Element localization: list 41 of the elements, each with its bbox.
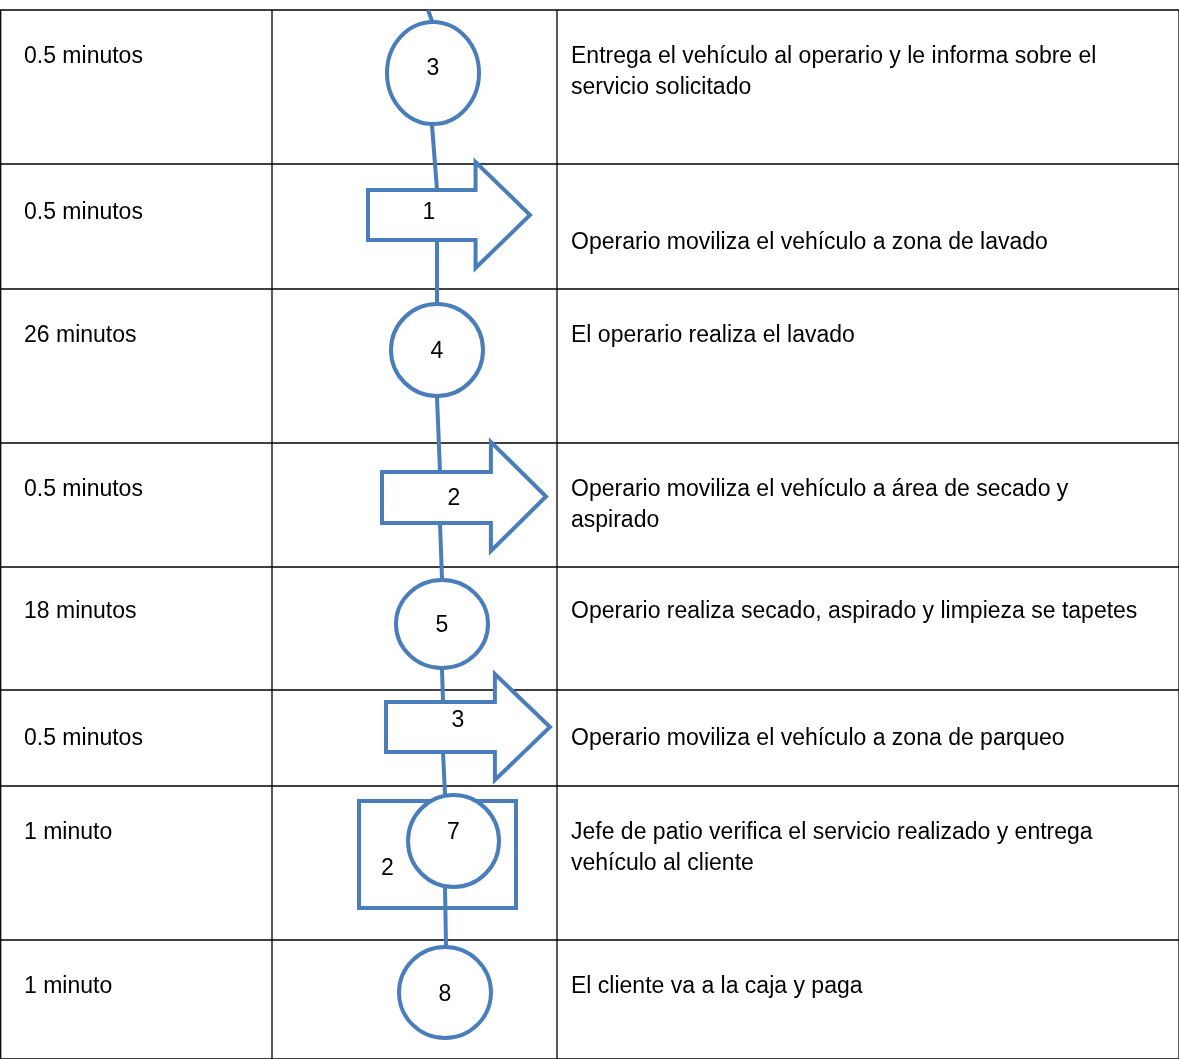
operation-circle xyxy=(389,302,485,398)
step-description: Operario moviliza el vehículo a zona de lavado xyxy=(571,227,1049,256)
symbol-number: 2 xyxy=(446,483,462,510)
transport-symbol xyxy=(380,440,548,553)
duration-text: 1 minuto xyxy=(24,817,113,846)
symbol-number: 8 xyxy=(437,979,453,1006)
connector-line xyxy=(430,124,439,191)
symbol-number: 3 xyxy=(425,54,441,80)
symbol-number: 1 xyxy=(421,198,437,224)
duration-text: 1 minuto xyxy=(24,971,113,1000)
operation-circle xyxy=(406,793,501,889)
connector-line xyxy=(438,522,444,580)
operation-circle xyxy=(385,20,481,126)
step-description: Jefe de patio verifica el servicio realizado y entrega vehículo al cliente xyxy=(571,817,1094,877)
connector-line xyxy=(440,668,445,703)
duration-text: 18 minutos xyxy=(24,596,137,625)
symbol-number: 5 xyxy=(434,611,450,637)
symbol-number: 2 xyxy=(380,853,395,880)
transport-symbol xyxy=(366,160,532,270)
connector-line xyxy=(426,9,434,22)
duration-text: 26 minutos xyxy=(24,320,137,349)
step-description: El operario realiza el lavado xyxy=(571,320,856,349)
duration-text: 0.5 minutos xyxy=(24,41,143,70)
step-description: Operario realiza secado, aspirado y limpieza se tapetes xyxy=(571,596,1139,625)
operation-circle xyxy=(394,578,490,670)
connector-line xyxy=(435,240,439,303)
step-description: Operario moviliza el vehículo a zona de parqueo xyxy=(571,723,1066,752)
symbol-number: 3 xyxy=(450,706,466,732)
symbol-number: 4 xyxy=(429,337,445,363)
step-description: Entrega el vehículo al operario y le informa sobre el servicio solicitado xyxy=(571,41,1098,101)
symbol-number: 7 xyxy=(446,818,461,844)
transport-symbol xyxy=(384,672,552,782)
step-description: El cliente va a la caja y paga xyxy=(571,971,864,1000)
duration-text: 0.5 minutos xyxy=(24,723,143,752)
operation-circle xyxy=(397,945,493,1040)
step-description: Operario moviliza el vehículo a área de secado y aspirado xyxy=(571,474,1070,534)
duration-text: 0.5 minutos xyxy=(24,474,143,503)
connector-line xyxy=(443,887,448,947)
connector-line xyxy=(435,396,442,473)
duration-text: 0.5 minutos xyxy=(24,197,143,226)
connector-line xyxy=(441,751,447,795)
